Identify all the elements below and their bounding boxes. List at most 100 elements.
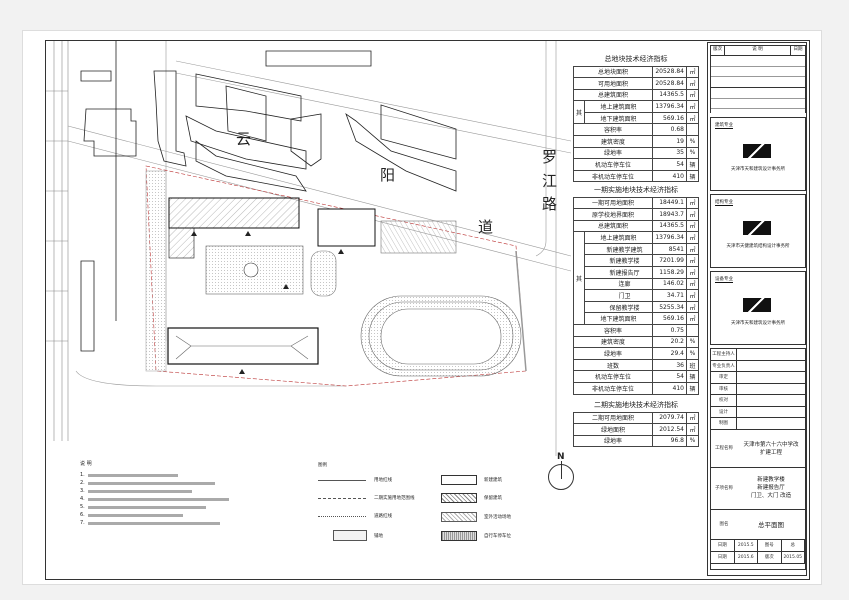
row-value: 0.68 — [652, 123, 687, 137]
row-label: 非机动车停车位 — [573, 382, 653, 395]
legend-label: 用地红线 — [374, 478, 392, 483]
note-item: 6. — [80, 511, 290, 519]
row-label: 总建筑面积 — [573, 88, 653, 102]
row-unit: 班 — [686, 358, 699, 372]
row-unit: ㎡ — [686, 88, 699, 102]
row-label: 总地块面积 — [573, 65, 653, 79]
row-value: 410 — [652, 169, 687, 183]
row-unit: 辆 — [686, 382, 699, 395]
legend-label: 室外活动场地 — [484, 515, 511, 520]
note-item: 5. — [80, 503, 290, 511]
row-value: 0.75 — [652, 324, 687, 337]
row-value: 569.16 — [652, 111, 687, 125]
firm-block: 设备专业天津市天和建筑设计事务所 — [710, 271, 806, 345]
row-label: 地上建筑面积 — [584, 100, 653, 113]
new-teaching-building — [168, 197, 300, 229]
notes: 说 明 1.2.3.4.5.6.7. — [80, 460, 290, 527]
row-unit: ㎡ — [686, 196, 699, 210]
entrance-markers — [191, 231, 344, 374]
row-unit: 辆 — [686, 158, 699, 171]
row-label: 容积率 — [573, 123, 653, 137]
row-label: 连廊 — [584, 277, 653, 291]
note-text — [87, 505, 206, 509]
residential-buildings — [80, 41, 457, 352]
row-value: 29.4 — [652, 347, 687, 360]
running-track — [360, 295, 522, 377]
row-value: 54 — [652, 158, 687, 171]
firm-name: 天津市天健建筑结构设计事务所 — [726, 244, 790, 249]
table-title: 总地块技术经济指标 — [573, 52, 699, 67]
note-text — [87, 513, 183, 517]
row-value: 14365.5 — [652, 219, 687, 233]
row-value: 19 — [652, 135, 687, 148]
row-unit: % — [686, 335, 699, 349]
row-label: 机动车停车位 — [573, 158, 653, 171]
row-value: 18449.1 — [652, 196, 687, 210]
row-label: 新建教学建筑 — [584, 242, 653, 256]
row-unit: ㎡ — [686, 289, 699, 302]
row-unit: ㎡ — [686, 65, 699, 79]
firm-logo — [743, 144, 771, 158]
note-text — [87, 489, 192, 493]
row-unit: ㎡ — [686, 208, 699, 221]
row-label: 容积率 — [573, 324, 653, 337]
row-value: 35 — [652, 146, 687, 160]
row-label: 建筑密度 — [573, 335, 653, 349]
drawing-name: 总平面图 — [758, 521, 784, 529]
drawing-frame — [45, 40, 810, 580]
firm-block: 建筑专业天津市天和建筑设计事务所 — [710, 117, 806, 191]
row-unit: ㎡ — [686, 242, 699, 256]
note-item: 1. — [80, 471, 290, 479]
row-label: 原学校地界面积 — [573, 208, 653, 221]
project-name: 天津市第六十六中学改扩建工程 — [743, 442, 799, 456]
row-value: 569.16 — [652, 312, 687, 326]
table-title: 二期实施地块技术经济指标 — [573, 398, 699, 413]
row-label: 新建教学楼 — [584, 254, 653, 268]
row-label: 一期可用地面积 — [573, 196, 653, 210]
row-unit: ㎡ — [686, 254, 699, 268]
legend-label: 保留建筑 — [484, 496, 502, 501]
group-label: 其 — [572, 100, 586, 125]
legend-label: 新建建筑 — [484, 478, 502, 483]
legend-label: 道路红线 — [374, 514, 392, 519]
signature-row: 工程主持人 — [711, 349, 805, 361]
firm-logo — [743, 298, 771, 312]
row-unit: ㎡ — [686, 300, 699, 314]
table-title: 一期实施地块技术经济指标 — [573, 183, 699, 198]
row-unit: ㎡ — [686, 231, 699, 244]
row-unit: ㎡ — [686, 100, 699, 113]
row-label: 绿地率 — [573, 347, 653, 360]
row-unit: ㎡ — [686, 312, 699, 326]
row-label: 地下建筑面积 — [584, 111, 653, 125]
row-unit: ㎡ — [686, 266, 699, 279]
row-unit: ㎡ — [686, 111, 699, 125]
row-unit: 辆 — [686, 370, 699, 383]
left-grid — [46, 41, 69, 441]
signature-row: 设计 — [711, 406, 805, 418]
row-unit: ㎡ — [686, 77, 699, 90]
row-label: 非机动车停车位 — [573, 169, 653, 183]
row-unit: ㎡ — [686, 411, 699, 425]
note-item: 7. — [80, 519, 290, 527]
row-value: 14365.5 — [652, 88, 687, 102]
legend-title: 图例 — [318, 463, 327, 468]
row-value: 34.71 — [652, 289, 687, 302]
sign-block: 工程主持人专业负责人审定审核校对设计制图 工程名称 天津市第六十六中学改扩建工程… — [710, 348, 806, 570]
